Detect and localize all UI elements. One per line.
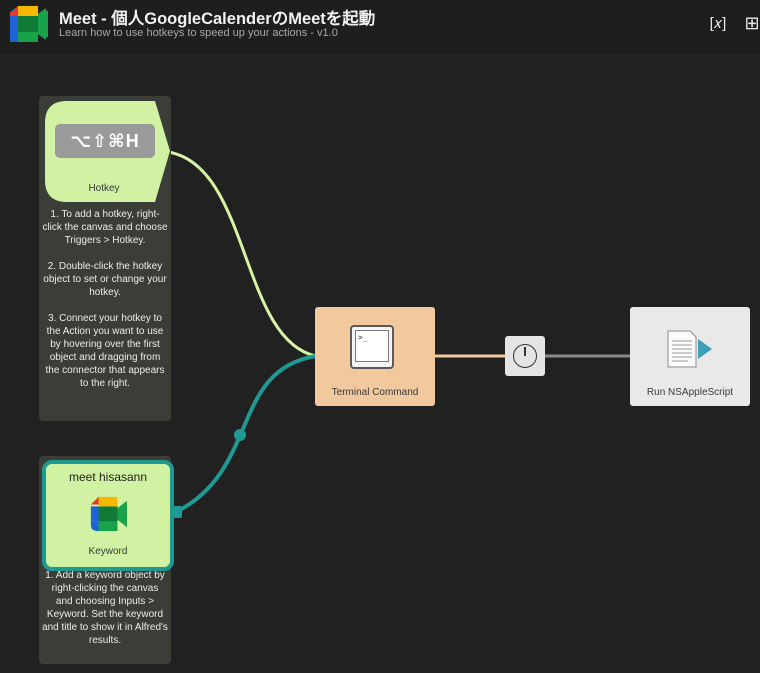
workflow-header: Meet - 個人GoogleCalenderのMeetを起動 Learn ho…	[0, 0, 760, 53]
add-icon: ⊞	[744, 12, 760, 33]
keyword-title: meet hisasann	[68, 470, 148, 484]
applescript-icon	[667, 330, 712, 368]
terminal-command-node[interactable]: >_ Terminal Command	[315, 307, 435, 406]
variables-button[interactable]: [𝑥]	[708, 12, 728, 34]
keyword-output-connector[interactable]	[170, 506, 182, 518]
google-meet-icon	[10, 6, 48, 42]
delay-icon	[513, 344, 537, 368]
add-object-button[interactable]: ⊞	[742, 12, 760, 34]
keyword-label: Keyword	[88, 546, 128, 557]
hotkey-combo: ⌥⇧⌘H	[55, 124, 155, 158]
variables-icon: [𝑥]	[709, 14, 727, 32]
hotkey-label: Hotkey	[88, 183, 120, 194]
keyword-note-text: 1. Add a keyword object by right-clickin…	[42, 570, 168, 646]
wire-midpoint	[234, 429, 246, 441]
workflow-subtitle: Learn how to use hotkeys to speed up you…	[59, 27, 338, 39]
terminal-icon: >_	[350, 325, 394, 369]
google-meet-icon	[90, 496, 127, 532]
wire-keyword-terminal	[175, 354, 317, 514]
hotkey-note-text: 1. To add a hotkey, right-click the canv…	[42, 209, 168, 389]
terminal-label: Terminal Command	[331, 387, 419, 398]
wire-hotkey-terminal	[167, 150, 317, 358]
script-label: Run NSAppleScript	[646, 387, 734, 398]
delay-utility-node[interactable]	[505, 336, 545, 376]
workflow-title: Meet - 個人GoogleCalenderのMeetを起動	[59, 10, 376, 28]
run-nsapplescript-node[interactable]: Run NSAppleScript	[630, 307, 750, 406]
keyword-input-node[interactable]: meet hisasann Keyword	[42, 460, 174, 571]
